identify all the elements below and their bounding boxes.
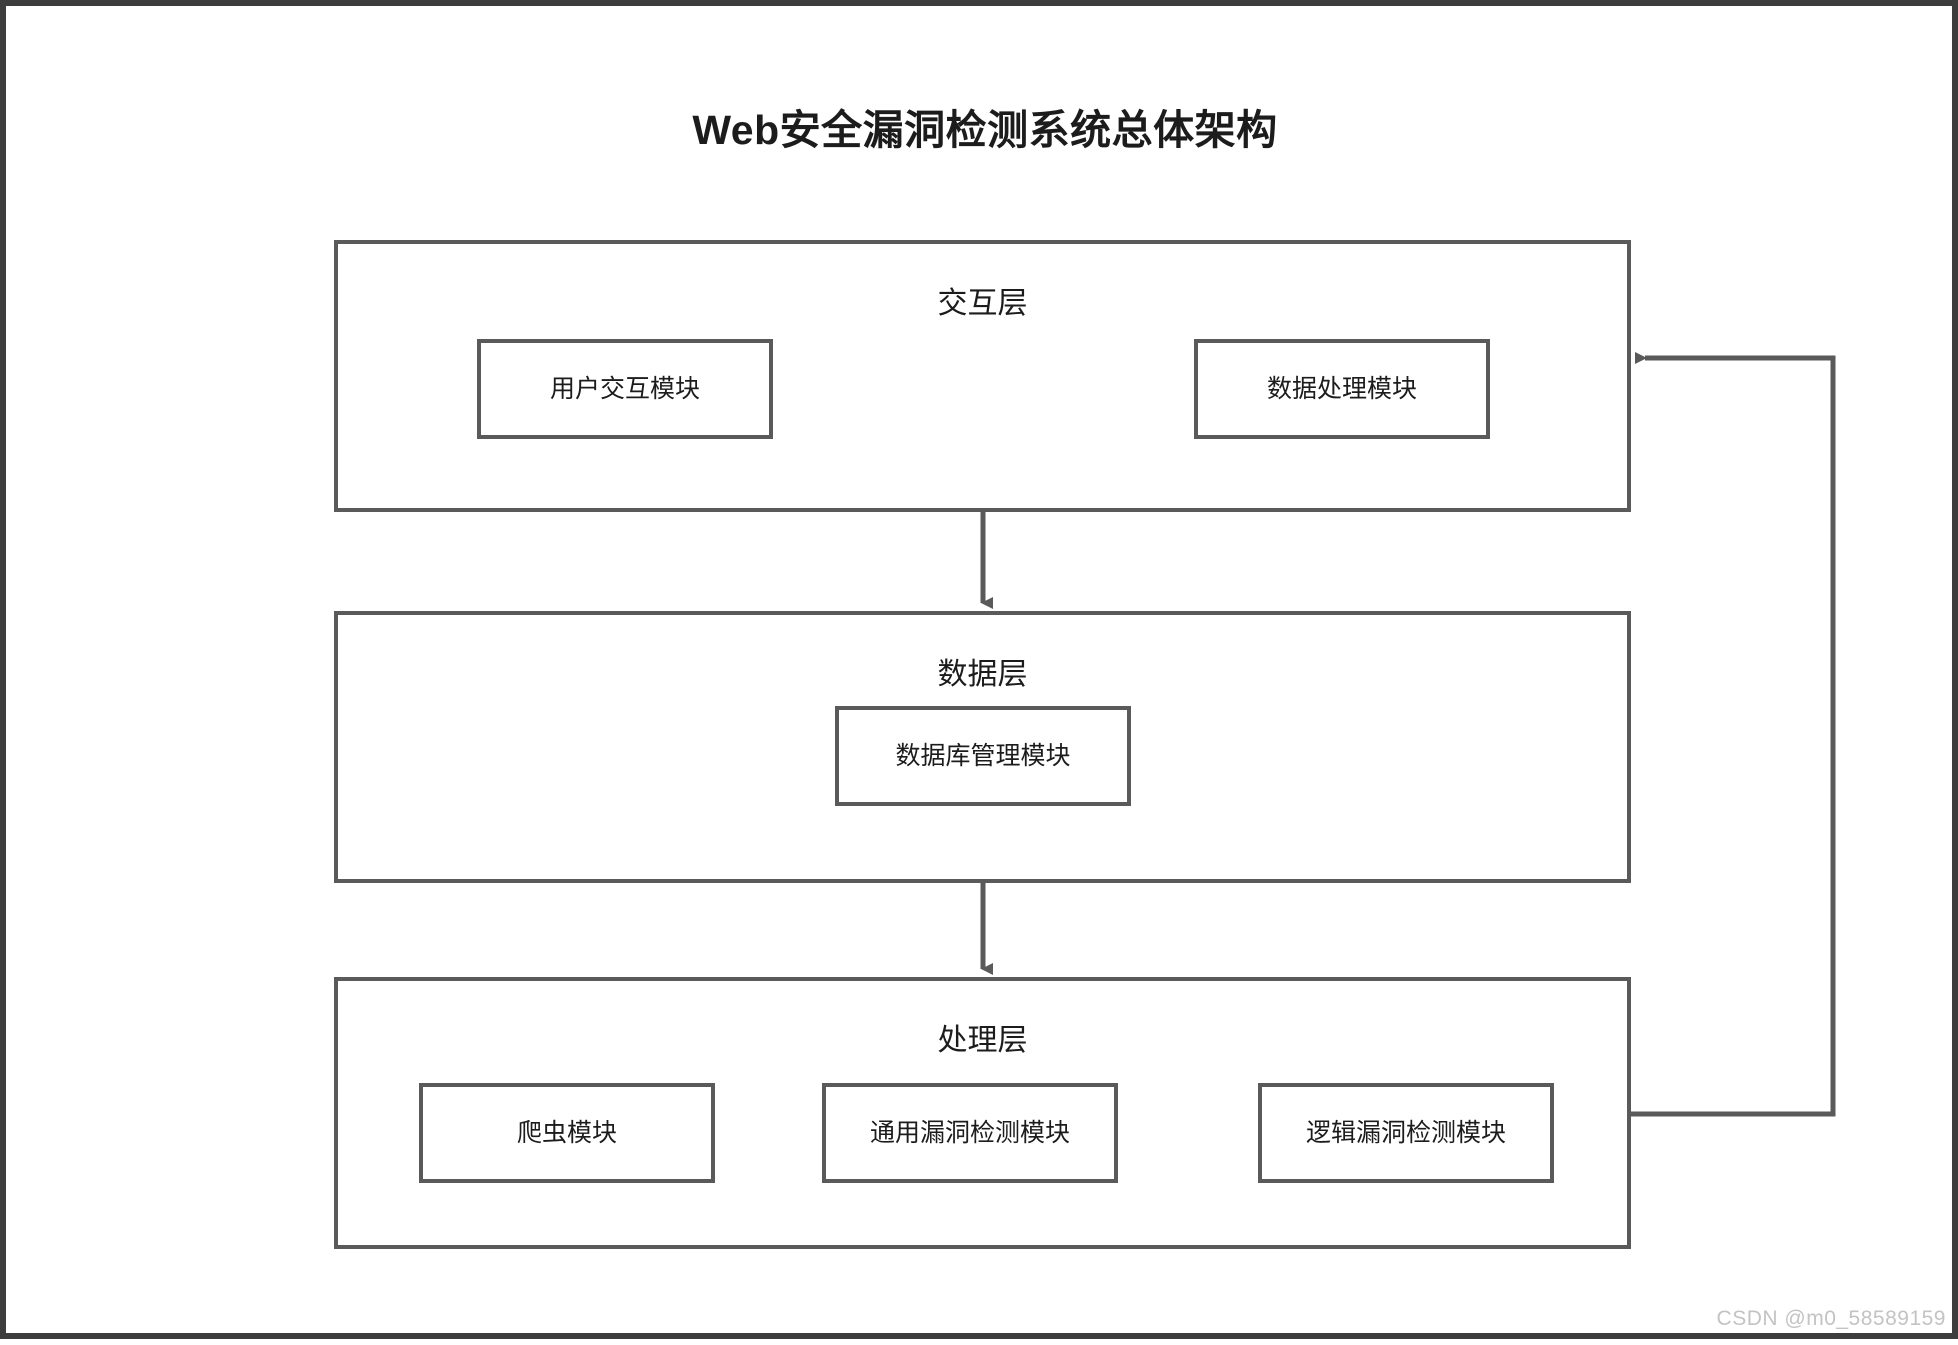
layer-data-title: 数据层 xyxy=(937,658,1028,691)
module-data-processing[interactable]: 数据处理模块 xyxy=(1194,339,1490,439)
module-logic-vulnerability-detection[interactable]: 逻辑漏洞检测模块 xyxy=(1258,1083,1554,1183)
module-user-interaction-label: 用户交互模块 xyxy=(549,375,700,403)
module-user-interaction[interactable]: 用户交互模块 xyxy=(477,339,773,439)
module-generic-vulnerability-detection[interactable]: 通用漏洞检测模块 xyxy=(822,1083,1118,1183)
module-database-management-label: 数据库管理模块 xyxy=(895,742,1071,770)
module-logic-vulnerability-detection-label: 逻辑漏洞检测模块 xyxy=(1305,1119,1506,1147)
page-title: Web安全漏洞检测系统总体架构 xyxy=(692,107,1278,153)
diagram-canvas: Web安全漏洞检测系统总体架构 交互层 用户交互模块 数据处理模块 数据层 数据… xyxy=(6,6,1958,1345)
module-crawler[interactable]: 爬虫模块 xyxy=(419,1083,715,1183)
module-crawler-label: 爬虫模块 xyxy=(516,1119,617,1147)
layer-interaction-title: 交互层 xyxy=(937,287,1028,320)
layer-processing-title: 处理层 xyxy=(937,1024,1028,1057)
module-generic-vulnerability-detection-label: 通用漏洞检测模块 xyxy=(869,1119,1070,1147)
module-database-management[interactable]: 数据库管理模块 xyxy=(835,706,1131,806)
connector-processing-to-interaction-feedback xyxy=(1631,352,1836,1117)
watermark: CSDN @m0_58589159 xyxy=(1716,1307,1946,1330)
module-data-processing-label: 数据处理模块 xyxy=(1266,375,1417,403)
